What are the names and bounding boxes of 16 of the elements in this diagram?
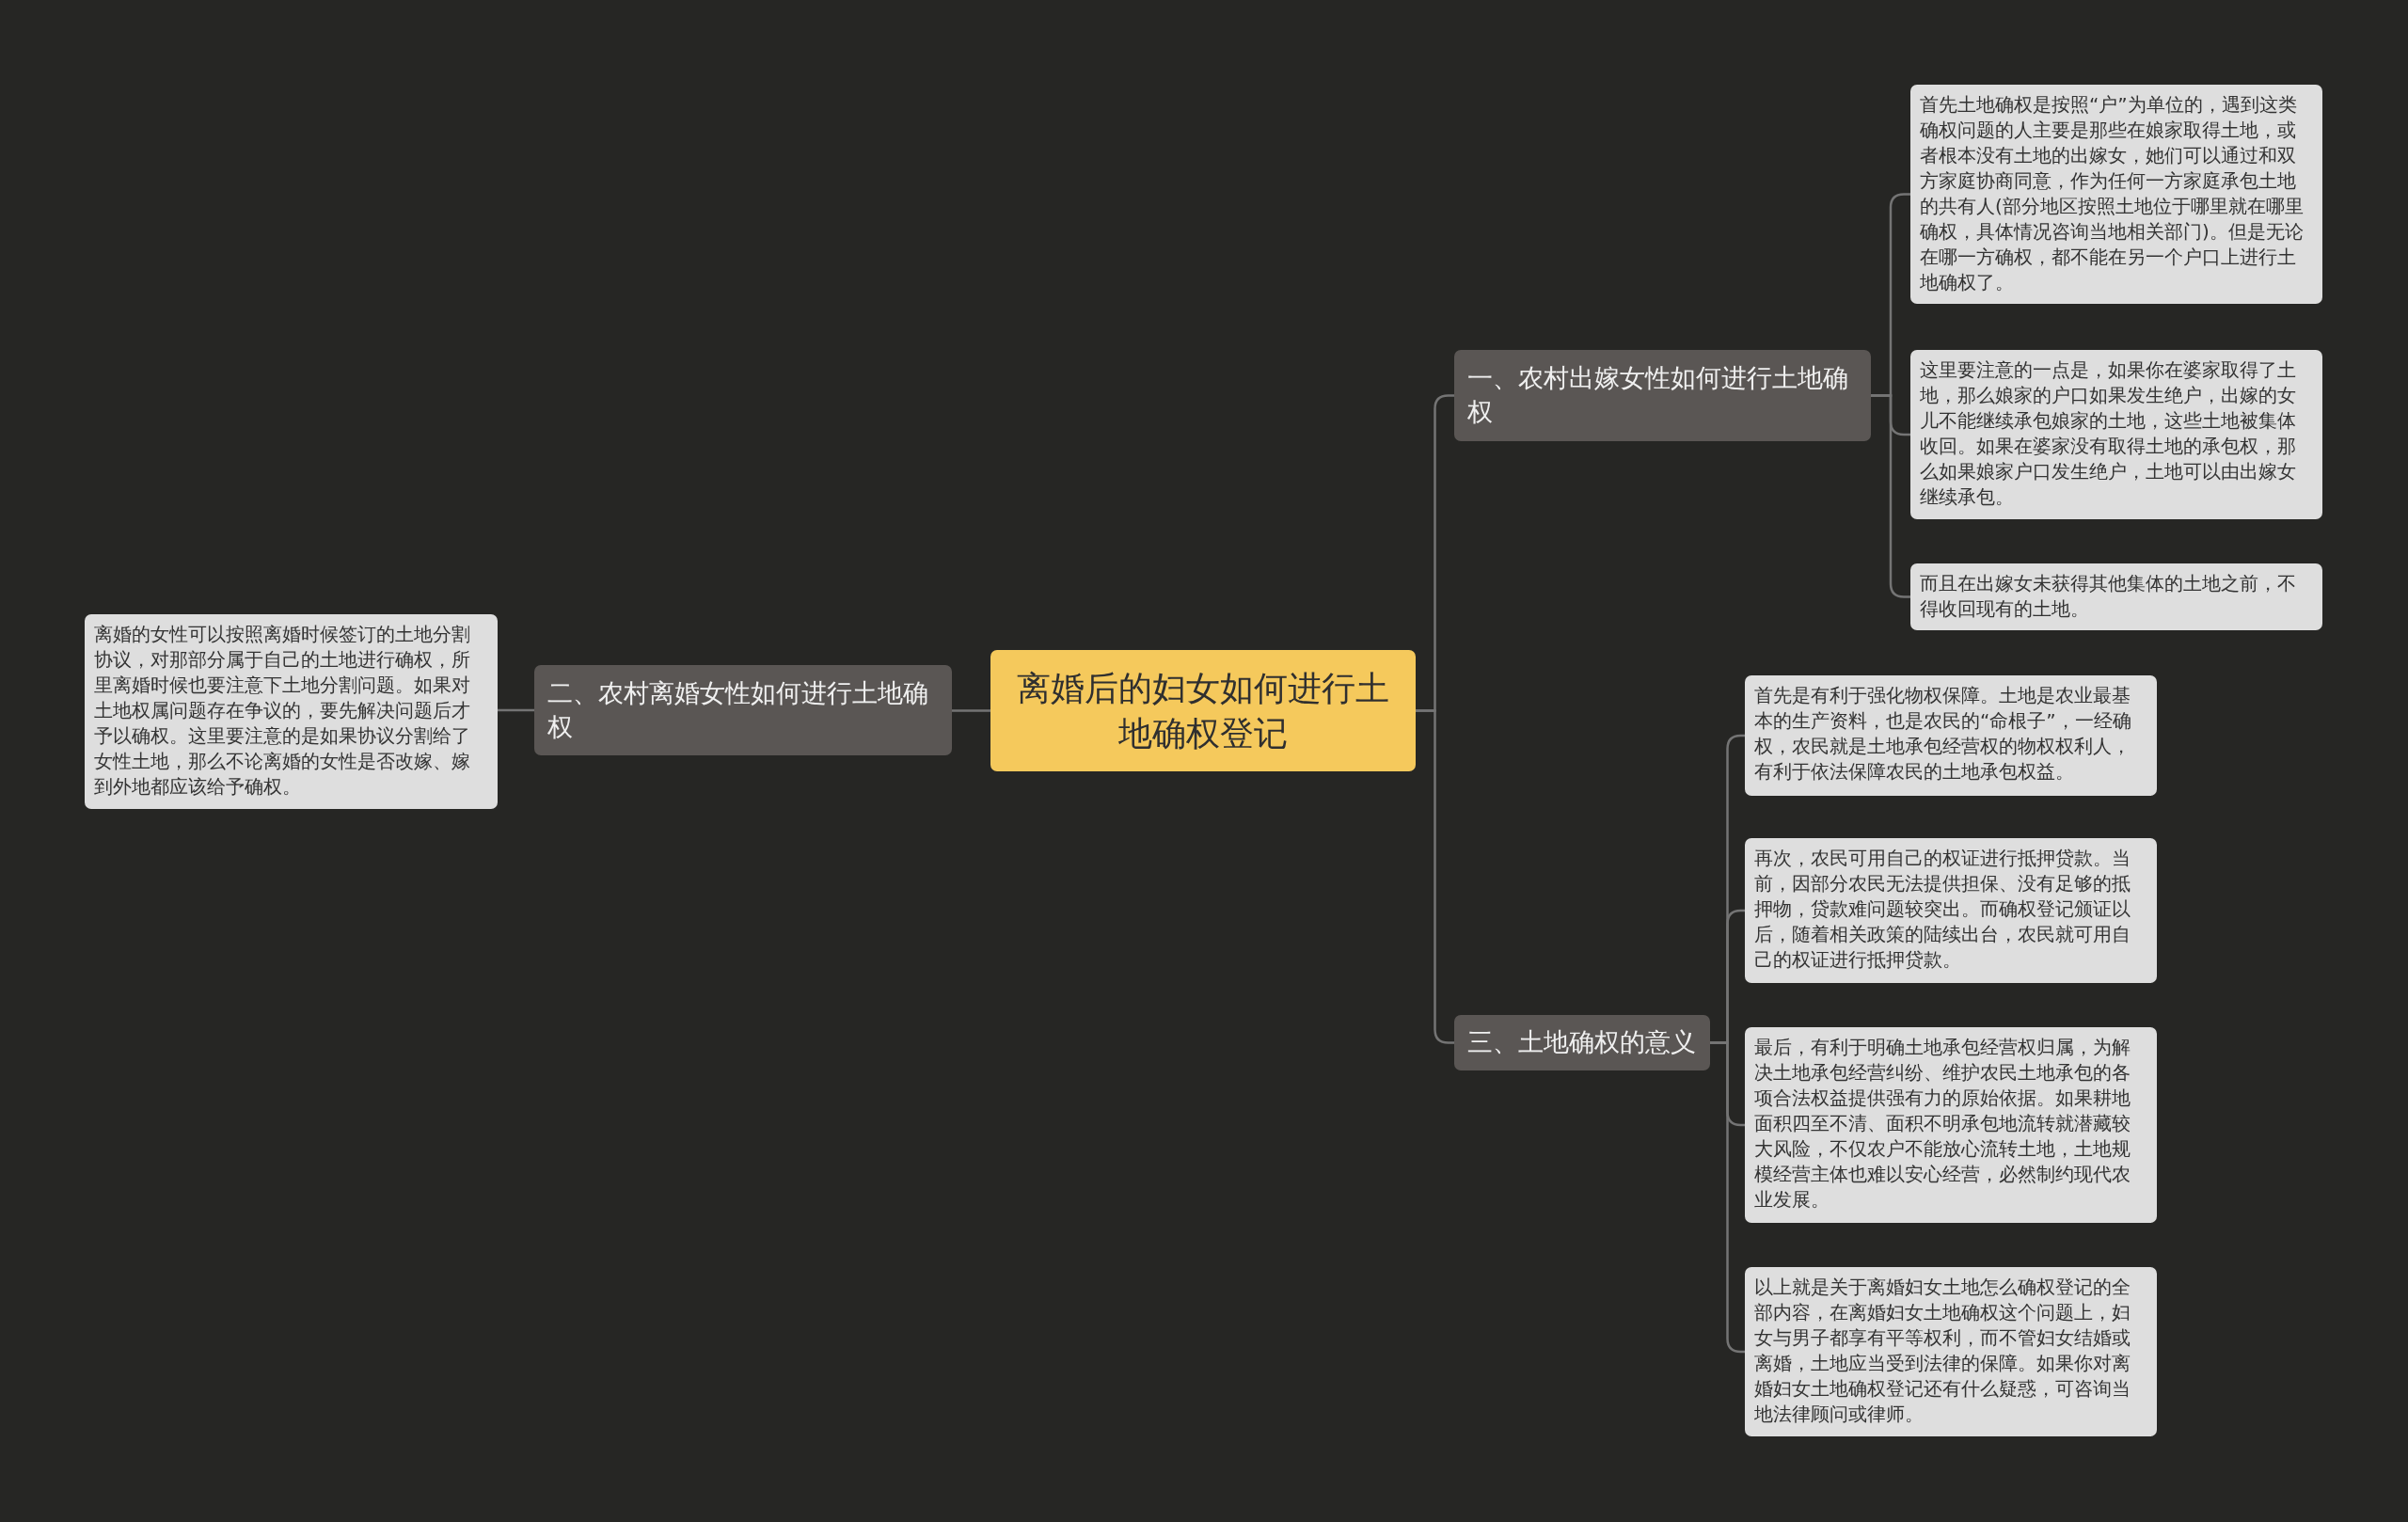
note-card: 离婚的女性可以按照离婚时候签订的土地分割协议，对那部分属于自己的土地进行确权，所里离婚时候也要注意下土地分割问题。如果对土地权属问题存在争议的，要先解决问题后才予以确权。这里要注意的是如果协议分割给了女性土地，那么不论离婚的女性是否改嫁、嫁到外地都应该给予确权。 [85, 614, 498, 809]
note-card: 首先土地确权是按照“户”为单位的，遇到这类确权问题的人主要是那些在娘家取得土地，或者根本没有土地的出嫁女，她们可以通过和双方家庭协商同意，作为任何一方家庭承包土地的共有人(部分地区按照土地位于哪里就在哪里确权，具体情况咨询当地相关部门)。但是无论在哪一方确权，都不能在另一个户口上进行土地确权了。 [1910, 85, 2322, 304]
note-card: 而且在出嫁女未获得其他集体的土地之前，不得收回现有的土地。 [1910, 563, 2322, 630]
note-card: 最后，有利于明确土地承包经营权归属，为解决土地承包经营纠纷、维护农民土地承包的各项合法权益提供强有力的原始依据。如果耕地面积四至不清、面积不明承包地流转就潜藏较大风险，不仅农户不能放心流转土地，土地规模经营主体也难以安心经营，必然制约现代农业发展。 [1745, 1027, 2157, 1223]
note-card: 以上就是关于离婚妇女土地怎么确权登记的全部内容，在离婚妇女土地确权这个问题上，妇女与男子都享有平等权利，而不管妇女结婚或离婚，土地应当受到法律的保障。如果你对离婚妇女土地确权登记还有什么疑惑，可咨询当地法律顾问或律师。 [1745, 1267, 2157, 1436]
connector-line [1871, 394, 1910, 598]
connector-line [1416, 709, 1454, 1044]
connector-line [952, 709, 990, 712]
branch-topic: 二、农村离婚女性如何进行土地确权 [534, 665, 952, 755]
note-card: 首先是有利于强化物权保障。土地是农业最基本的生产资料，也是农民的“命根子”，一经确权，农民就是土地承包经营权的物权权利人，有利于依法保障农民的土地承包权益。 [1745, 675, 2157, 796]
branch-topic: 一、农村出嫁女性如何进行土地确权 [1454, 350, 1871, 441]
connector-line [498, 708, 534, 712]
central-topic: 离婚后的妇女如何进行土地确权登记 [990, 650, 1416, 771]
note-card: 这里要注意的一点是，如果你在婆家取得了土地，那么娘家的户口如果发生绝户，出嫁的女儿不能继续承包娘家的土地，这些土地被集体收回。如果在婆家没有取得土地的承包权，那么如果娘家户口发生绝户，土地可以由出嫁女继续承包。 [1910, 350, 2322, 519]
branch-topic: 三、土地确权的意义 [1454, 1015, 1710, 1070]
note-card: 再次，农民可用自己的权证进行抵押贷款。当前，因部分农民无法提供担保、没有足够的抵押物，贷款难问题较突出。而确权登记颁证以后，随着相关政策的陆续出台，农民就可用自己的权证进行抵押贷款。 [1745, 838, 2157, 983]
